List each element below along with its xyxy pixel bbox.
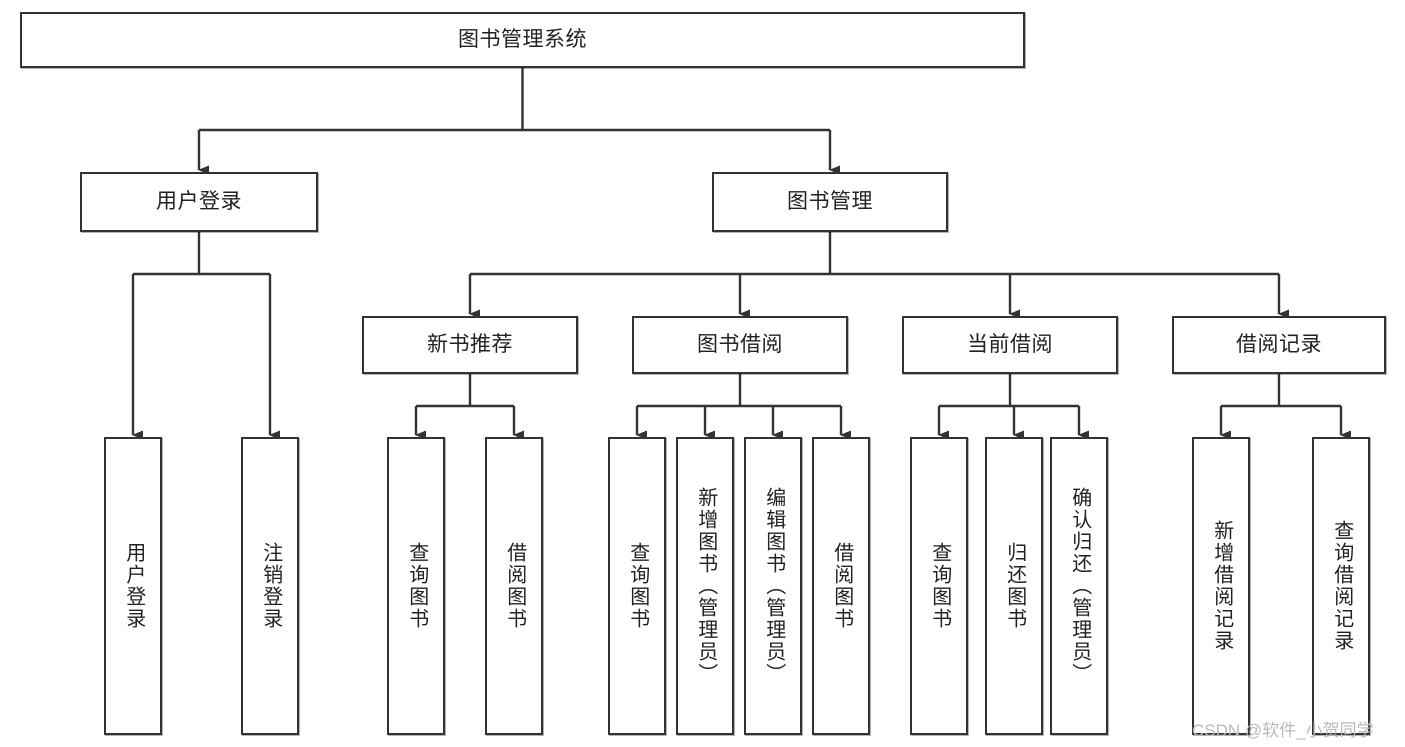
node-current[interactable]: 当前借阅 bbox=[902, 316, 1118, 374]
node-leaf-cur-1[interactable]: 查询图书 bbox=[910, 437, 968, 735]
node-label-leaf-login-2: 注销登录 bbox=[259, 542, 282, 630]
node-leaf-cur-3[interactable]: 确认归还（管理员） bbox=[1050, 437, 1108, 735]
node-label-root: 图书管理系统 bbox=[458, 28, 587, 52]
node-leaf-borrow-1[interactable]: 查询图书 bbox=[608, 437, 666, 735]
node-label-bookmgmt: 图书管理 bbox=[787, 190, 873, 214]
node-label-leaf-cur-2: 归还图书 bbox=[1003, 542, 1026, 630]
node-leaf-borrow-2[interactable]: 新增图书（管理员） bbox=[676, 437, 734, 735]
node-borrow[interactable]: 图书借阅 bbox=[632, 316, 848, 374]
node-label-leaf-cur-1: 查询图书 bbox=[928, 542, 951, 630]
node-login[interactable]: 用户登录 bbox=[80, 172, 318, 232]
node-label-leaf-borrow-2: 新增图书（管理员） bbox=[694, 487, 717, 685]
node-label-leaf-borrow-3: 编辑图书（管理员） bbox=[762, 487, 785, 685]
node-leaf-borrow-4[interactable]: 借阅图书 bbox=[812, 437, 870, 735]
node-label-login: 用户登录 bbox=[156, 190, 242, 214]
node-label-leaf-new-2: 借阅图书 bbox=[503, 542, 526, 630]
node-leaf-borrow-3[interactable]: 编辑图书（管理员） bbox=[744, 437, 802, 735]
node-label-borrow: 图书借阅 bbox=[697, 333, 783, 357]
node-leaf-login-2[interactable]: 注销登录 bbox=[241, 437, 299, 735]
node-leaf-new-1[interactable]: 查询图书 bbox=[387, 437, 445, 735]
node-leaf-login-1[interactable]: 用户登录 bbox=[104, 437, 162, 735]
node-label-newbook: 新书推荐 bbox=[427, 333, 513, 357]
watermark-text: CSDN @软件_小贺同学 bbox=[1192, 721, 1374, 740]
node-root[interactable]: 图书管理系统 bbox=[20, 12, 1025, 68]
node-leaf-new-2[interactable]: 借阅图书 bbox=[485, 437, 543, 735]
node-label-leaf-borrow-4: 借阅图书 bbox=[830, 542, 853, 630]
node-bookmgmt[interactable]: 图书管理 bbox=[712, 172, 948, 232]
node-label-leaf-rec-1: 新增借阅记录 bbox=[1210, 520, 1233, 652]
node-label-records: 借阅记录 bbox=[1236, 333, 1322, 357]
node-leaf-rec-2[interactable]: 查询借阅记录 bbox=[1312, 437, 1370, 735]
node-label-leaf-borrow-1: 查询图书 bbox=[626, 542, 649, 630]
node-label-current: 当前借阅 bbox=[967, 333, 1053, 357]
node-label-leaf-login-1: 用户登录 bbox=[122, 542, 145, 630]
node-label-leaf-new-1: 查询图书 bbox=[405, 542, 428, 630]
node-label-leaf-cur-3: 确认归还（管理员） bbox=[1068, 487, 1091, 685]
node-leaf-cur-2[interactable]: 归还图书 bbox=[985, 437, 1043, 735]
node-label-leaf-rec-2: 查询借阅记录 bbox=[1330, 520, 1353, 652]
node-newbook[interactable]: 新书推荐 bbox=[362, 316, 578, 374]
node-records[interactable]: 借阅记录 bbox=[1172, 316, 1386, 374]
node-leaf-rec-1[interactable]: 新增借阅记录 bbox=[1192, 437, 1250, 735]
